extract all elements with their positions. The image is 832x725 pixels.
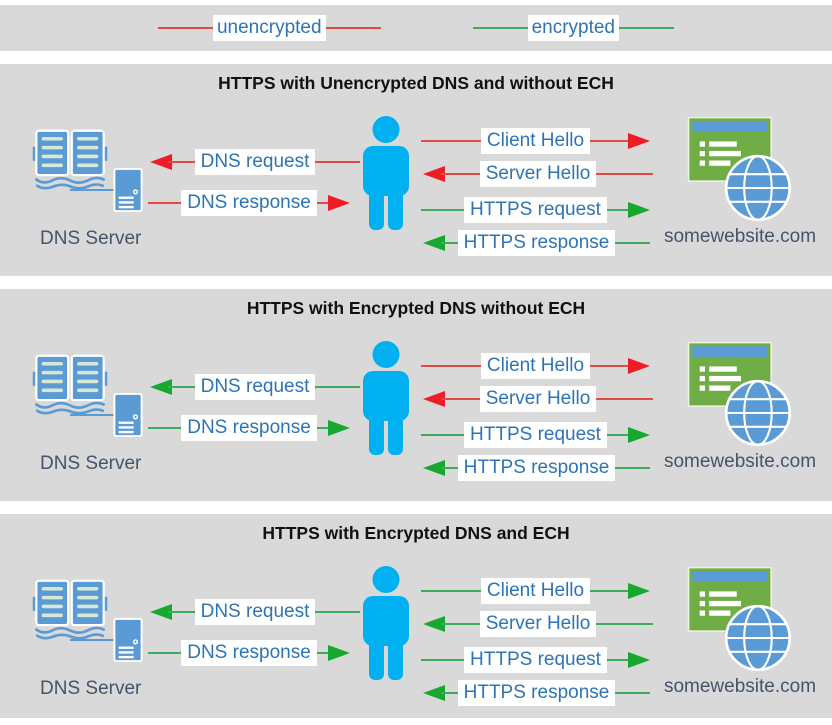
dns-book-icon (31, 574, 109, 646)
arrow-label: Server Hello (479, 385, 597, 413)
arrow-label: Client Hello (480, 127, 591, 155)
website-icon (687, 341, 795, 449)
client-hello-arrow: Client Hello (421, 577, 650, 605)
dns-server-label: DNS Server (40, 453, 142, 474)
arrow-label: DNS request (194, 373, 316, 401)
arrowhead-right-icon (628, 427, 650, 443)
https-response-arrow: HTTPS response (423, 679, 650, 707)
arrow-label: HTTPS response (457, 454, 616, 482)
arrowhead-left-icon (150, 379, 172, 395)
arrow-label: HTTPS response (457, 229, 616, 257)
panel-unencrypted-dns-without-ech: HTTPS with Unencrypted DNS and without E… (0, 64, 832, 276)
unencrypted-line-icon (157, 27, 213, 29)
client-hello-arrow: Client Hello (421, 127, 650, 155)
person-icon (359, 566, 413, 680)
panel-title: HTTPS with Encrypted DNS without ECH (246, 298, 586, 318)
https-response-arrow: HTTPS response (423, 229, 650, 257)
arrowhead-right-icon (328, 645, 350, 661)
server-hello-arrow: Server Hello (423, 385, 653, 413)
arrowhead-right-icon (328, 195, 350, 211)
dns-request-arrow: DNS request (150, 373, 360, 401)
dns-connector-line (70, 414, 115, 416)
arrowhead-left-icon (423, 235, 445, 251)
dns-server-icon (113, 617, 143, 663)
client-hello-arrow: Client Hello (421, 352, 650, 380)
arrowhead-right-icon (628, 358, 650, 374)
dns-response-arrow: DNS response (148, 639, 350, 667)
arrow-label: HTTPS request (464, 646, 607, 674)
arrowhead-left-icon (150, 604, 172, 620)
legend-label-unencrypted: unencrypted (212, 14, 326, 42)
dns-book-icon (31, 124, 109, 196)
arrow-label: DNS response (181, 189, 317, 217)
arrow-label: HTTPS response (457, 679, 616, 707)
legend-item-encrypted: encrypted (472, 14, 675, 42)
dns-server-label: DNS Server (40, 678, 142, 699)
dns-request-arrow: DNS request (150, 598, 360, 626)
unencrypted-line-icon (325, 27, 381, 29)
arrowhead-left-icon (423, 391, 445, 407)
encrypted-line-icon (619, 27, 675, 29)
dns-server-label: DNS Server (40, 228, 142, 249)
server-hello-arrow: Server Hello (423, 160, 653, 188)
arrowhead-right-icon (628, 583, 650, 599)
legend-item-unencrypted: unencrypted (157, 14, 381, 42)
panel-encrypted-dns-without-ech: HTTPS with Encrypted DNS without ECH DNS… (0, 289, 832, 501)
arrow-label: HTTPS request (464, 421, 607, 449)
dns-connector-line (70, 639, 115, 641)
arrowhead-left-icon (423, 616, 445, 632)
panel-title: HTTPS with Encrypted DNS and ECH (262, 523, 570, 543)
arrow-label: Client Hello (480, 577, 591, 605)
arrowhead-left-icon (150, 154, 172, 170)
legend-bar: unencrypted encrypted (0, 5, 832, 51)
arrow-label: Server Hello (479, 610, 597, 638)
arrow-label: DNS response (181, 639, 317, 667)
dns-request-arrow: DNS request (150, 148, 360, 176)
website-icon (687, 116, 795, 224)
dns-book-icon (31, 349, 109, 421)
website-label: somewebsite.com (663, 451, 817, 472)
arrowhead-left-icon (423, 166, 445, 182)
dns-connector-line (70, 189, 115, 191)
arrowhead-right-icon (628, 133, 650, 149)
https-request-arrow: HTTPS request (421, 421, 650, 449)
website-icon (687, 566, 795, 674)
panel-encrypted-dns-and-ech: HTTPS with Encrypted DNS and ECH DNS Ser… (0, 514, 832, 718)
panel-title: HTTPS with Unencrypted DNS and without E… (218, 73, 614, 93)
arrow-label: DNS request (194, 598, 316, 626)
arrow-label: DNS request (194, 148, 316, 176)
server-hello-arrow: Server Hello (423, 610, 653, 638)
arrowhead-right-icon (628, 652, 650, 668)
arrowhead-left-icon (423, 685, 445, 701)
dns-server-icon (113, 392, 143, 438)
dns-server-icon (113, 167, 143, 213)
https-response-arrow: HTTPS response (423, 454, 650, 482)
arrowhead-right-icon (328, 420, 350, 436)
https-request-arrow: HTTPS request (421, 196, 650, 224)
arrow-label: Client Hello (480, 352, 591, 380)
website-label: somewebsite.com (663, 226, 817, 247)
person-icon (359, 116, 413, 230)
arrow-label: Server Hello (479, 160, 597, 188)
legend-label-encrypted: encrypted (527, 14, 620, 42)
arrow-label: HTTPS request (464, 196, 607, 224)
dns-response-arrow: DNS response (148, 414, 350, 442)
arrow-label: DNS response (181, 414, 317, 442)
encrypted-line-icon (472, 27, 528, 29)
arrowhead-left-icon (423, 460, 445, 476)
person-icon (359, 341, 413, 455)
website-label: somewebsite.com (663, 676, 817, 697)
arrowhead-right-icon (628, 202, 650, 218)
https-request-arrow: HTTPS request (421, 646, 650, 674)
dns-response-arrow: DNS response (148, 189, 350, 217)
